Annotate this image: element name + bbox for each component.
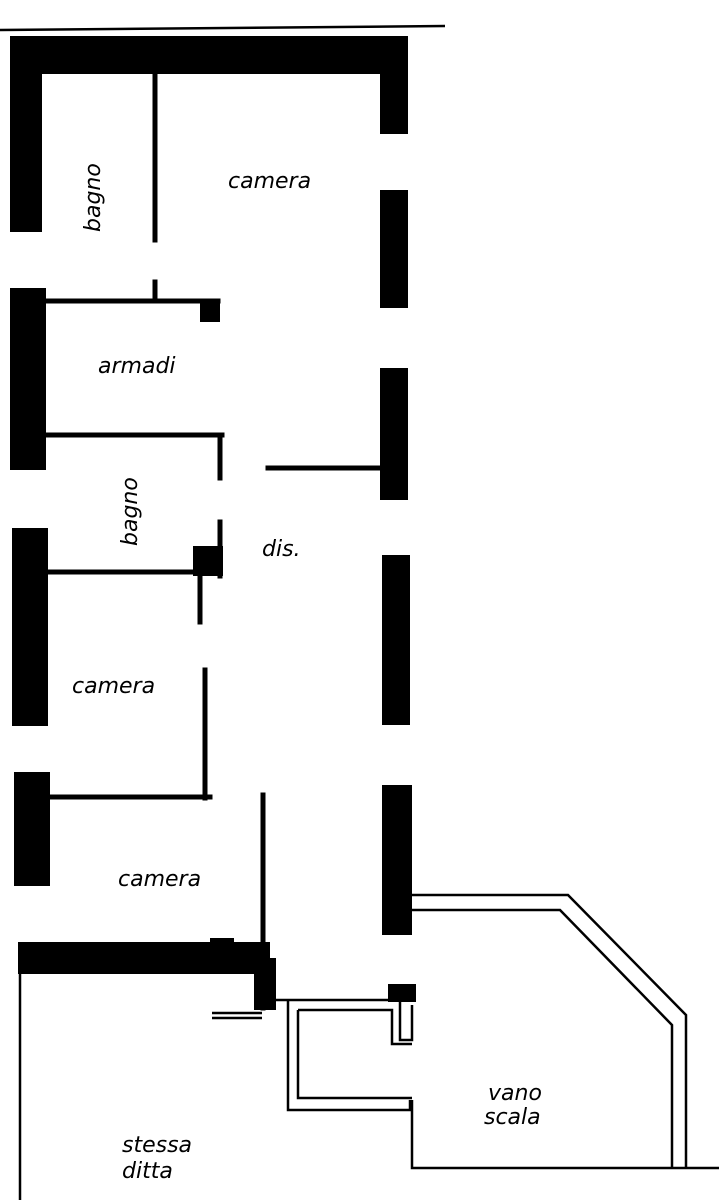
wall-left-3 xyxy=(12,528,48,726)
room-label-armadi: armadi xyxy=(98,354,176,379)
wall-bottom-bump xyxy=(210,938,234,952)
diag-wall-outer xyxy=(410,893,688,1168)
wall-left-2 xyxy=(10,288,46,470)
wall-top-right xyxy=(380,36,408,134)
stair-outer xyxy=(262,998,414,1042)
stair-right xyxy=(410,1100,719,1170)
room-label-ditta: ditta xyxy=(122,1159,173,1184)
stair-u-outer xyxy=(286,1000,412,1112)
wall-left-4 xyxy=(14,772,50,886)
room-label-stessa: stessa xyxy=(122,1133,192,1158)
stair-block-top xyxy=(388,984,416,1002)
stair-u-inner xyxy=(296,1010,412,1100)
room-label-camera-bottom: camera xyxy=(118,867,201,892)
wall-top xyxy=(10,36,408,74)
wall-bottom-corner xyxy=(254,958,276,1010)
room-label-scala: scala xyxy=(484,1105,541,1130)
diag-wall-inner xyxy=(410,908,674,1168)
room-label-bagno-mid: bagno xyxy=(118,477,143,546)
wall-right-3 xyxy=(380,368,408,500)
wall-right-2 xyxy=(380,190,408,308)
room-label-bagno-top: bagno xyxy=(81,163,106,232)
room-label-camera-mid: camera xyxy=(72,674,155,699)
wall-right-4 xyxy=(382,555,410,725)
wall-right-5 xyxy=(382,785,412,935)
stair-u-top xyxy=(298,1008,412,1046)
room-label-dis: dis. xyxy=(262,537,301,562)
room-label-vano: vano xyxy=(488,1081,542,1106)
wall-left-1 xyxy=(10,36,42,232)
armadi-corner xyxy=(200,300,220,322)
top-border-line xyxy=(0,24,446,32)
room-label-camera-top: camera xyxy=(228,169,311,194)
